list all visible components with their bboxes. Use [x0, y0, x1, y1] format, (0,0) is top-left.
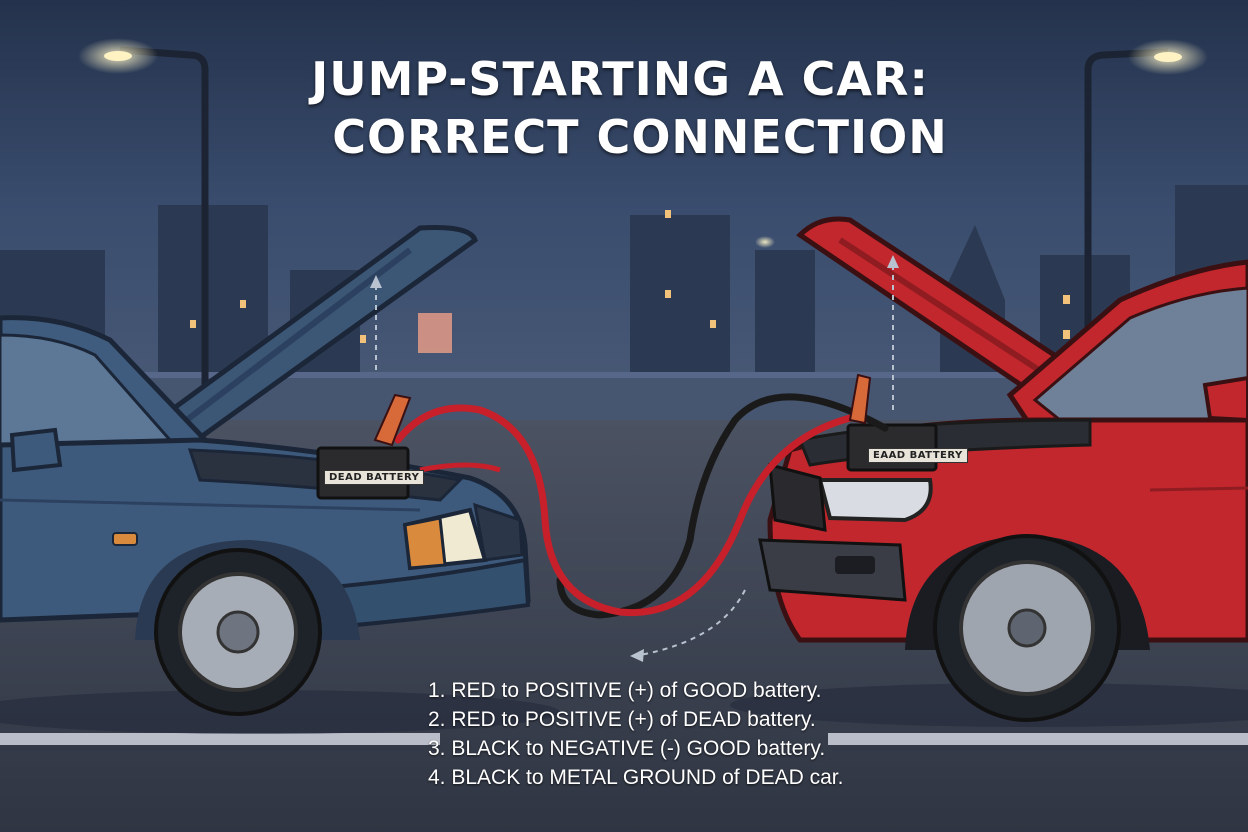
step-4: 4. BLACK to METAL GROUND of DEAD car. [428, 763, 843, 792]
step-3: 3. BLACK to NEGATIVE (-) GOOD battery. [428, 734, 843, 763]
good-battery-label: EAAD BATTERY [868, 448, 968, 463]
title-line-1: JUMP-STARTING A CAR: [300, 52, 940, 106]
step-2: 2. RED to POSITIVE (+) of DEAD battery. [428, 705, 843, 734]
lane-marking-right [828, 733, 1248, 745]
title-line-2: CORRECT CONNECTION [320, 110, 960, 164]
step-1: 1. RED to POSITIVE (+) of GOOD battery. [428, 676, 843, 705]
lane-marking-left [0, 733, 440, 745]
instruction-steps: 1. RED to POSITIVE (+) of GOOD battery. … [428, 676, 843, 792]
distant-sign [418, 313, 452, 353]
dead-battery-label: DEAD BATTERY [324, 470, 424, 485]
